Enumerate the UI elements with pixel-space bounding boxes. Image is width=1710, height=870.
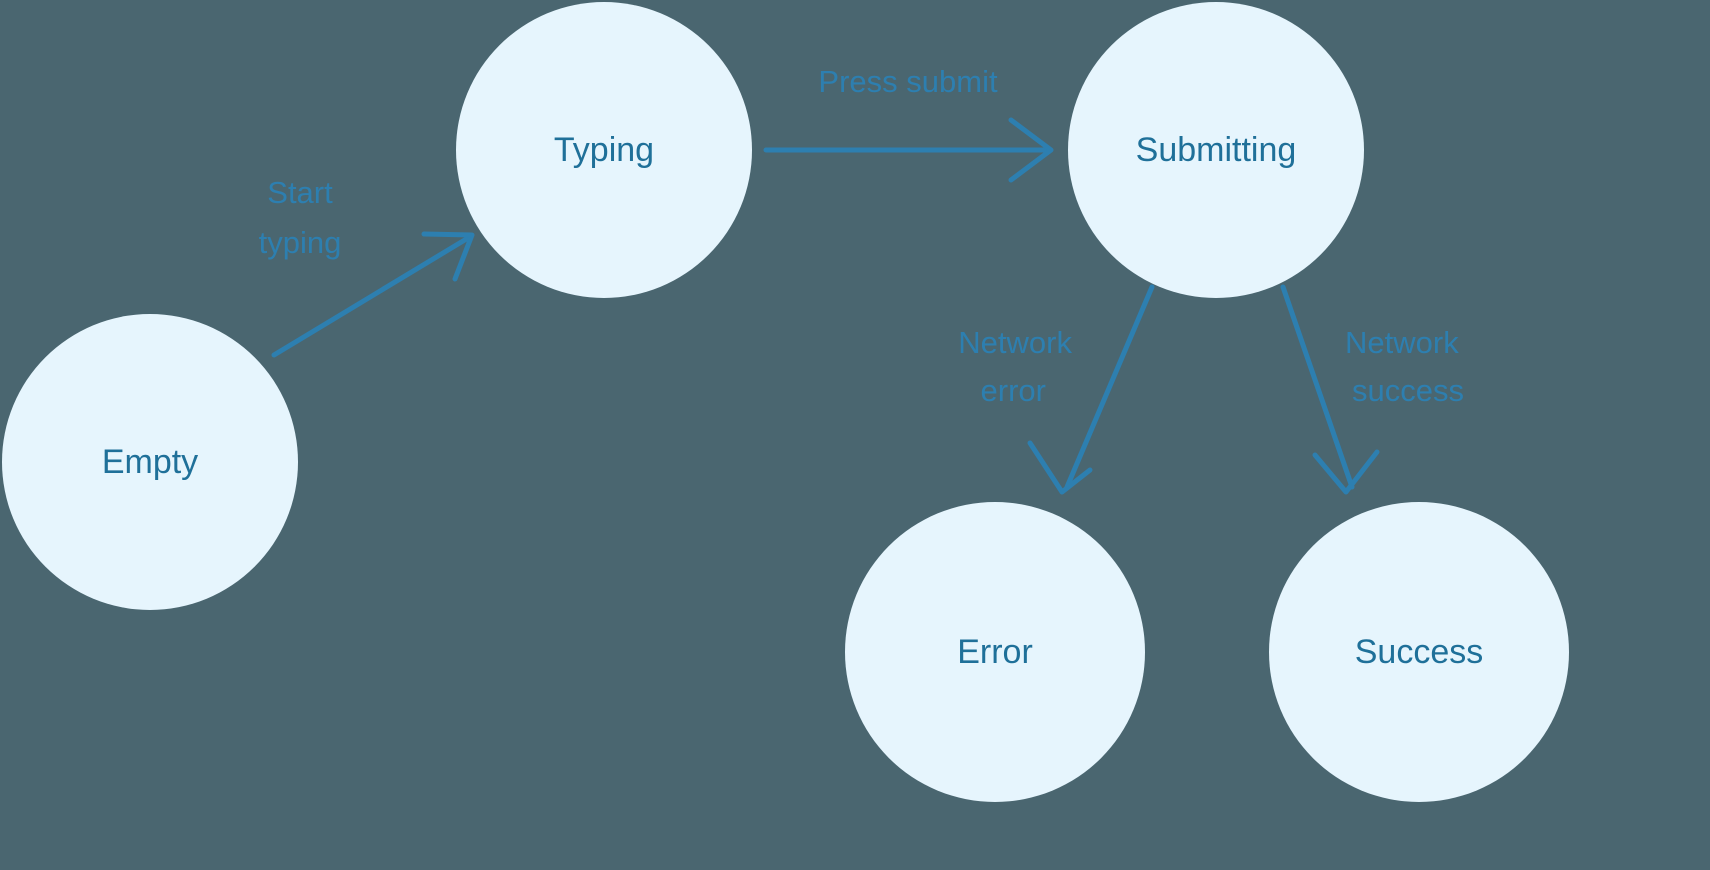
node-empty-circle[interactable] (2, 314, 298, 610)
edge-label-submitting-to-success: Network success (1345, 325, 1464, 408)
edge-label-submitting-to-error-line2: error (981, 373, 1046, 408)
node-error-label: Error (957, 633, 1033, 671)
edge-label-typing-to-submitting: Press submit (818, 64, 998, 99)
node-success-label: Success (1355, 633, 1484, 671)
node-submitting-label: Submitting (1136, 131, 1297, 169)
node-typing-label: Typing (554, 131, 654, 169)
edge-label-empty-to-typing-line2: typing (259, 225, 342, 260)
node-empty[interactable]: Empty (2, 314, 298, 610)
edge-empty-to-typing-line (271, 235, 471, 358)
node-success[interactable]: Success (1269, 502, 1569, 802)
edge-label-submitting-to-success-line2: success (1352, 373, 1464, 408)
node-error[interactable]: Error (845, 502, 1145, 802)
edge-label-empty-to-typing: Start typing (259, 175, 342, 260)
node-error-circle[interactable] (845, 502, 1145, 802)
edge-empty-to-typing-arrowhead (421, 231, 475, 282)
edge-empty-to-typing (271, 231, 475, 358)
node-submitting[interactable]: Submitting (1068, 2, 1364, 298)
edge-typing-to-submitting (763, 117, 1054, 183)
edge-label-submitting-to-error-line1: Network (958, 325, 1072, 360)
node-typing[interactable]: Typing (456, 2, 752, 298)
node-typing-circle[interactable] (456, 2, 752, 298)
edge-submitting-to-error (1027, 284, 1155, 495)
node-empty-label: Empty (102, 443, 198, 481)
edge-label-typing-to-submitting-line1: Press submit (818, 64, 998, 99)
edge-label-submitting-to-success-line1: Network (1345, 325, 1459, 360)
edge-typing-to-submitting-arrowhead (1008, 117, 1054, 183)
node-success-circle[interactable] (1269, 502, 1569, 802)
edge-submitting-to-success-line (1280, 284, 1355, 490)
node-submitting-circle[interactable] (1068, 2, 1364, 298)
edge-submitting-to-success (1280, 284, 1380, 495)
edge-submitting-to-error-line (1064, 284, 1155, 490)
edge-label-submitting-to-error: Network error (958, 325, 1072, 408)
edge-submitting-to-error-arrowhead (1027, 440, 1093, 495)
edge-submitting-to-success-arrowhead (1312, 449, 1380, 495)
edge-label-empty-to-typing-line1: Start (267, 175, 333, 210)
